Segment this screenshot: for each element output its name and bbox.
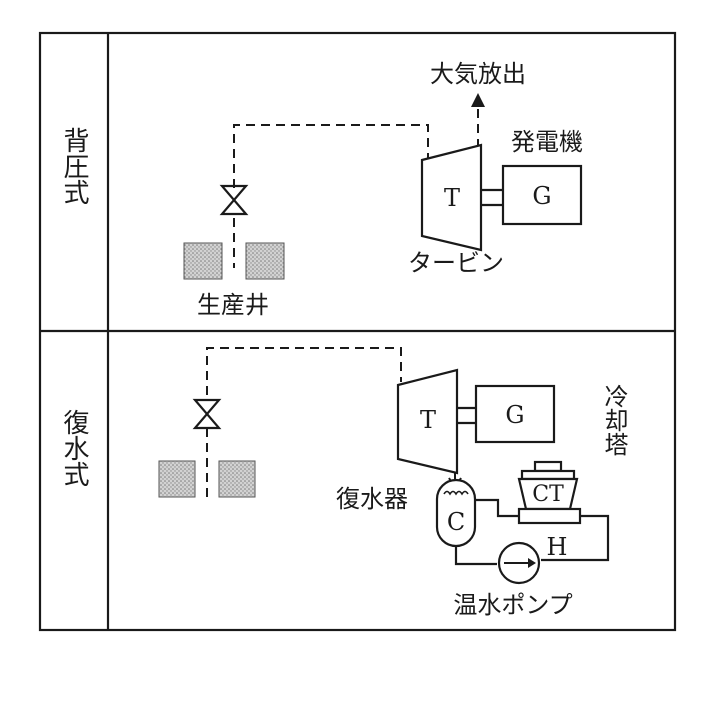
turbine-label: タービン — [408, 249, 504, 277]
cooling-tower-basin — [517, 507, 582, 525]
generator-icon — [501, 164, 583, 226]
ground-right — [218, 460, 256, 498]
well-label: 生産井 — [197, 291, 269, 319]
generator-label: 発電機 — [511, 128, 583, 156]
turbine-symbol: T — [420, 406, 436, 434]
row-label-backpressure: 背圧式 — [59, 127, 89, 205]
vent-label: 大気放出 — [430, 60, 526, 88]
cooling-tower-fan-icon — [533, 460, 563, 473]
turbine-symbol: T — [444, 184, 460, 212]
row-label-condensing: 復水式 — [59, 409, 89, 487]
condenser-spray-icon — [443, 490, 469, 496]
pump-label: 温水ポンプ — [453, 591, 572, 619]
ground-right — [245, 242, 285, 280]
condensing-diagram: T G C 復水器 CT 冷却塔 H 温水ポンプ — [158, 347, 628, 619]
condenser-label: 復水器 — [336, 485, 408, 513]
row-label-backpressure-text: 背圧式 — [59, 127, 89, 205]
generator-icon — [474, 384, 556, 444]
turbine-icon — [396, 368, 459, 475]
generator-symbol: G — [532, 182, 551, 210]
steam-pipe-backpressure — [233, 124, 429, 188]
valve-icon — [219, 184, 249, 216]
pump-arrow-icon — [528, 558, 536, 568]
pump-discharge-pipe — [454, 546, 497, 566]
cooling-tower-symbol: CT — [532, 482, 564, 507]
cooling-tower-top — [520, 469, 576, 481]
valve-icon — [192, 398, 222, 430]
backpressure-diagram: 生産井 大気放出 T G 発電機 タービン — [183, 60, 583, 319]
hot-water-return-pipe — [541, 514, 610, 562]
cooling-water-pipe — [475, 498, 519, 518]
cooling-tower-label: 冷却塔 — [600, 384, 628, 456]
generator-symbol: G — [505, 401, 524, 429]
condenser-symbol: C — [447, 508, 465, 536]
turbine-icon — [420, 143, 483, 252]
steam-pipe-condensing — [206, 347, 402, 395]
ground-left — [158, 460, 196, 498]
row-label-condensing-text: 復水式 — [59, 409, 89, 487]
ground-left — [183, 242, 223, 280]
hotwell-symbol: H — [547, 533, 568, 561]
table-frame — [38, 31, 677, 632]
